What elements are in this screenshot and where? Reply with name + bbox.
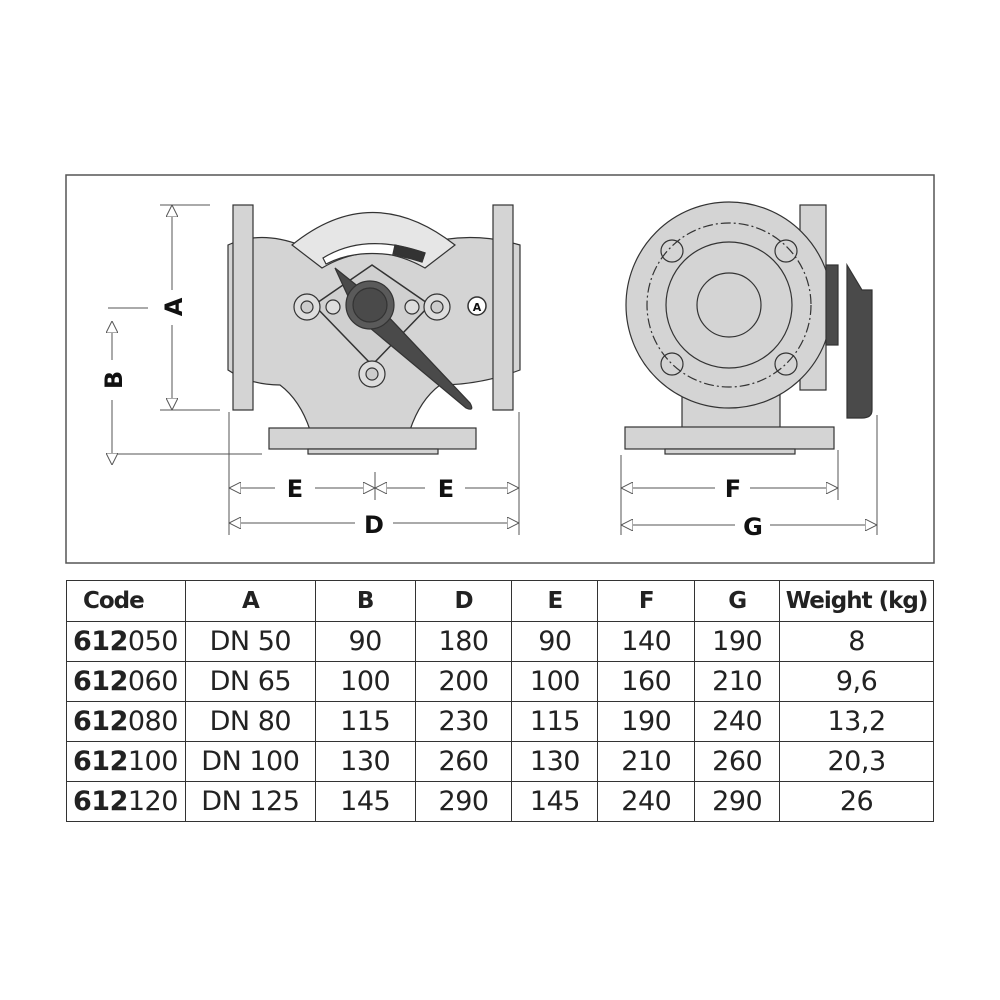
cell-g: 260 [694, 741, 781, 782]
header-b: B [314, 580, 416, 622]
cell-d: 290 [414, 781, 513, 822]
cell-a: DN 125 [184, 781, 316, 822]
dimension-b-label: B [100, 371, 128, 389]
dimension-a-label: A [160, 297, 188, 316]
cell-b: 145 [314, 781, 416, 822]
cell-w: 13,2 [779, 701, 934, 742]
cell-a: DN 100 [184, 741, 316, 782]
cell-w: 9,6 [779, 661, 934, 702]
cell-w: 20,3 [779, 741, 934, 782]
cell-e: 90 [511, 621, 599, 662]
dimension-f-label: F [725, 475, 741, 503]
header-f: F [597, 580, 696, 622]
code-prefix: 612 [73, 626, 128, 657]
cell-code: 612050 [66, 621, 186, 662]
header-g: G [694, 580, 781, 622]
dimension-e-left-label: E [287, 475, 303, 503]
cell-a: DN 80 [184, 701, 316, 742]
code-suffix: 100 [127, 746, 179, 777]
cell-w: 8 [779, 621, 934, 662]
marker-label: A [473, 301, 482, 314]
cell-a: DN 65 [184, 661, 316, 702]
header-code: Code [66, 580, 186, 622]
cell-d: 180 [414, 621, 513, 662]
header-e: E [511, 580, 599, 622]
cell-g: 240 [694, 701, 781, 742]
dimension-d-label: D [364, 511, 384, 539]
cell-d: 260 [414, 741, 513, 782]
cell-d: 230 [414, 701, 513, 742]
cell-e: 145 [511, 781, 599, 822]
cell-code: 612080 [66, 701, 186, 742]
cell-g: 210 [694, 661, 781, 702]
dimension-lines [108, 204, 878, 535]
cell-b: 115 [314, 701, 416, 742]
dimension-g-label: G [743, 513, 763, 541]
cell-e: 115 [511, 701, 599, 742]
code-suffix: 080 [127, 706, 179, 737]
table-header-row: Code A B D E F G Weight (kg) [66, 580, 934, 622]
valve-drawing: A A B E E [65, 174, 935, 564]
cell-code: 612100 [66, 741, 186, 782]
cell-a: DN 50 [184, 621, 316, 662]
code-suffix: 050 [127, 626, 179, 657]
cell-f: 160 [597, 661, 696, 702]
cell-e: 100 [511, 661, 599, 702]
valve-front-view [227, 204, 521, 455]
cell-code: 612120 [66, 781, 186, 822]
valve-side-view [624, 201, 873, 455]
code-prefix: 612 [73, 786, 128, 817]
header-weight: Weight (kg) [779, 580, 934, 622]
cell-d: 200 [414, 661, 513, 702]
code-prefix: 612 [73, 706, 128, 737]
cell-w: 26 [779, 781, 934, 822]
code-suffix: 120 [127, 786, 179, 817]
header-a: A [184, 580, 316, 622]
cell-g: 290 [694, 781, 781, 822]
code-suffix: 060 [127, 666, 179, 697]
code-prefix: 612 [73, 666, 128, 697]
cell-g: 190 [694, 621, 781, 662]
dimension-e-right-label: E [438, 475, 454, 503]
cell-f: 190 [597, 701, 696, 742]
cell-b: 90 [314, 621, 416, 662]
cell-f: 210 [597, 741, 696, 782]
cell-code: 612060 [66, 661, 186, 702]
cell-f: 240 [597, 781, 696, 822]
cell-f: 140 [597, 621, 696, 662]
code-prefix: 612 [73, 746, 128, 777]
cell-b: 100 [314, 661, 416, 702]
cell-b: 130 [314, 741, 416, 782]
cell-e: 130 [511, 741, 599, 782]
header-d: D [414, 580, 513, 622]
